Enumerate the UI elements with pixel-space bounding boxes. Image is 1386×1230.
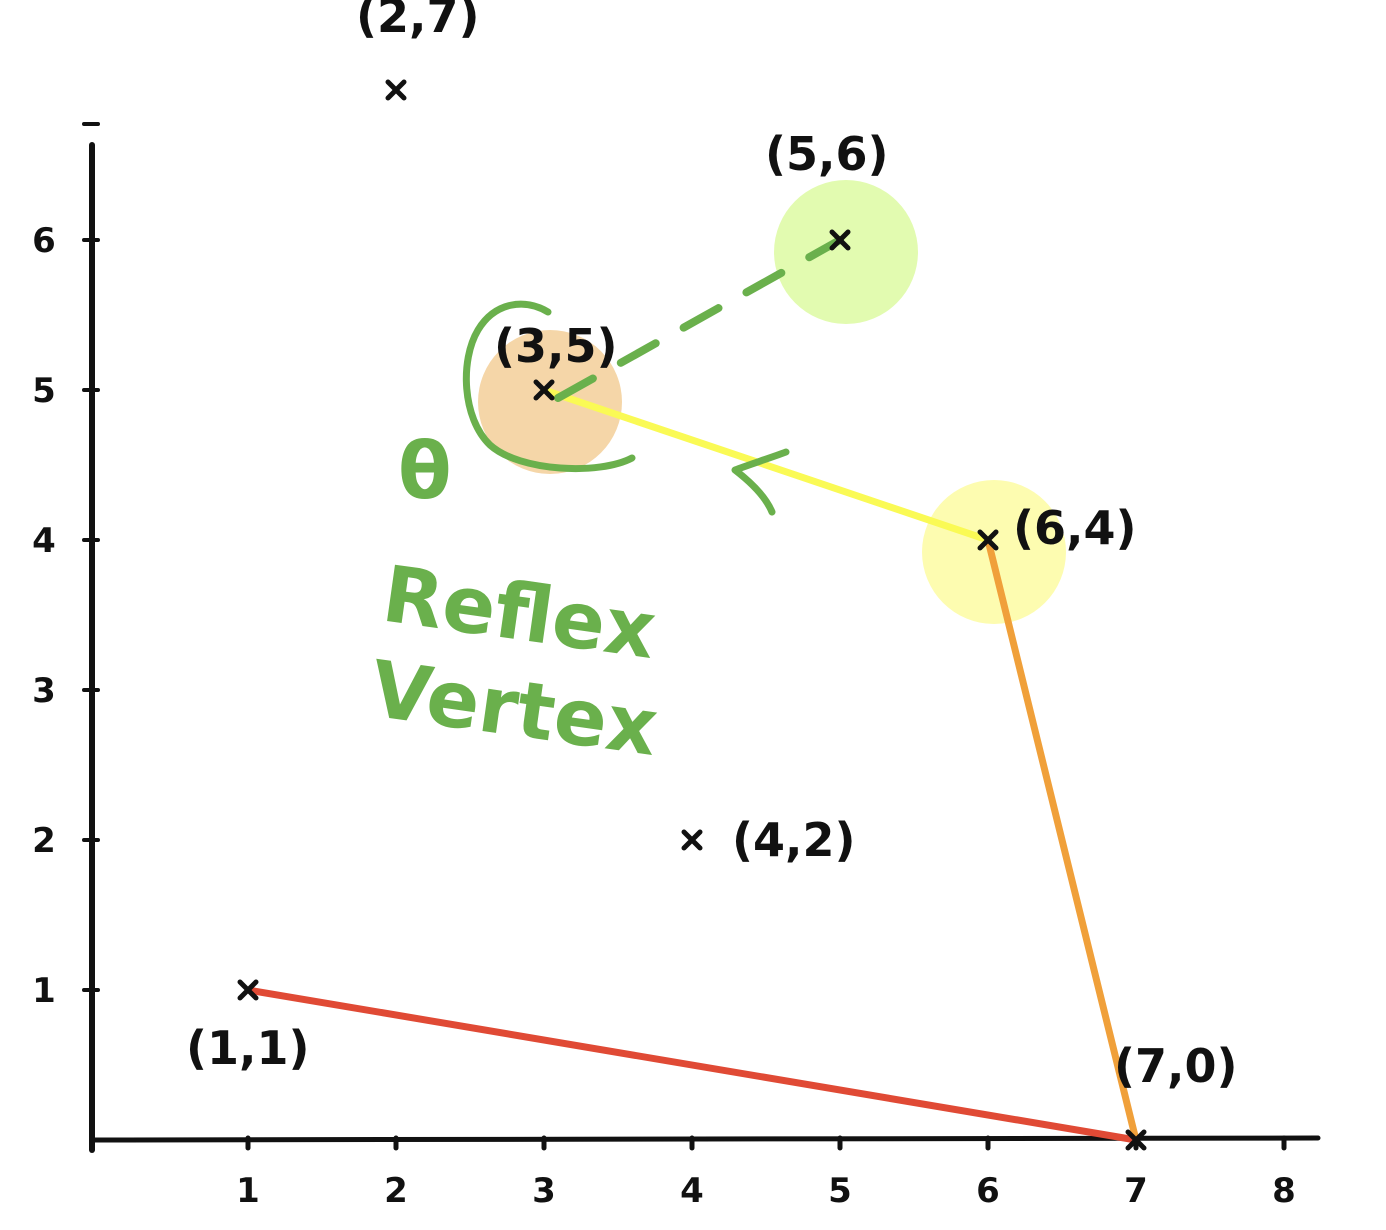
- point-marker: [977, 529, 999, 551]
- x-tick-label: 5: [828, 1171, 852, 1211]
- point-label: (3,5): [494, 319, 618, 373]
- point-marker: [681, 829, 703, 851]
- points: (2,7) (5,6) (3,5) (6,4) (4,2) (1,1) (7,0): [186, 0, 1238, 1151]
- highlight-blob: [774, 180, 918, 324]
- x-tick-label: 1: [236, 1171, 260, 1211]
- reflex-vertex-annotation: θ Reflex Vertex: [365, 427, 663, 774]
- y-tick-label: 6: [32, 221, 56, 261]
- direction-arrow-head: [731, 448, 790, 516]
- point-label: (5,6): [765, 127, 889, 181]
- y-tick-label: 1: [32, 971, 56, 1011]
- point-marker: [237, 979, 259, 1001]
- point-label: (2,7): [356, 0, 480, 43]
- polygon-edge: [984, 536, 1140, 1144]
- polygon-edge: [540, 386, 992, 544]
- point-marker: [1125, 1129, 1147, 1151]
- x-tick-label: 3: [532, 1171, 556, 1211]
- point-marker: [533, 379, 555, 401]
- point-label: (4,2): [732, 813, 856, 867]
- point-marker: [829, 229, 851, 251]
- polygon-edge: [554, 236, 844, 402]
- y-tick-label: 4: [32, 521, 56, 561]
- y-tick-label: 3: [32, 671, 56, 711]
- x-tick-label: 2: [384, 1171, 408, 1211]
- polygon-edge: [244, 986, 1140, 1144]
- point-marker: [385, 79, 407, 101]
- reflex-vertex-circle: [462, 300, 636, 473]
- x-tick-label: 7: [1124, 1171, 1148, 1211]
- x-tick-label: 6: [976, 1171, 1000, 1211]
- highlight-blobs: [478, 180, 1066, 624]
- x-tick-label: 4: [680, 1171, 704, 1211]
- point-label: (1,1): [186, 1021, 310, 1075]
- y-tick-label: 2: [32, 821, 56, 861]
- y-tick-label: 5: [32, 371, 56, 411]
- theta-symbol: θ: [398, 427, 452, 517]
- point-label: (7,0): [1114, 1039, 1238, 1093]
- point-label: (6,4): [1013, 501, 1137, 555]
- highlight-blob: [478, 330, 622, 474]
- x-tick-label: 8: [1272, 1171, 1296, 1211]
- polygon-edges: [244, 236, 1140, 1144]
